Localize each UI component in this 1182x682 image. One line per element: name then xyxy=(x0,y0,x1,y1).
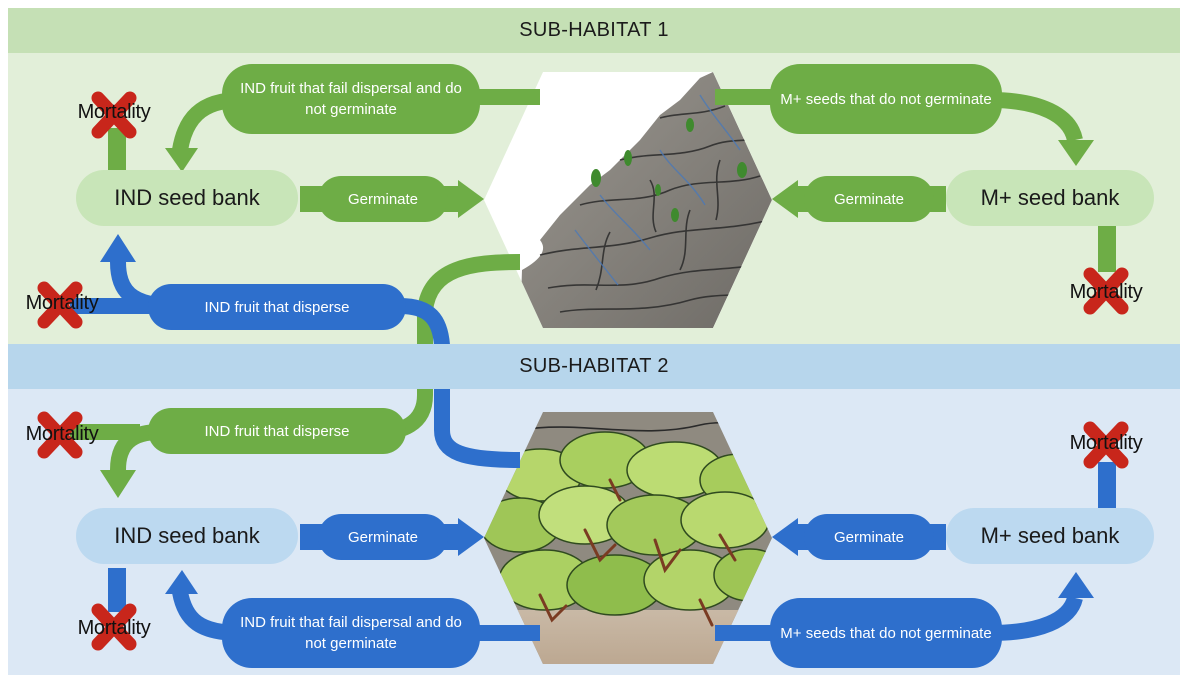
sh1-mplus-seed-bank: M+ seed bank xyxy=(946,170,1154,226)
sh1-mortality-right: Mortality xyxy=(1069,281,1143,303)
cross-sh2-right xyxy=(1083,421,1129,469)
sub-habitat-1-header: SUB-HABITAT 1 xyxy=(8,8,1180,53)
cross-sh1-right xyxy=(1083,267,1129,315)
sub-habitat-2-header: SUB-HABITAT 2 xyxy=(8,344,1180,389)
sh2-fail-dispersal-pill: IND fruit that fail dispersal and do not… xyxy=(222,598,480,668)
sh1-fail-dispersal-pill: IND fruit that fail dispersal and do not… xyxy=(222,64,480,134)
cross-sh1-left-mid xyxy=(37,281,83,329)
sh2-right-germinate: Germinate xyxy=(804,514,934,560)
sh2-mortality-left-bottom: Mortality xyxy=(77,617,151,639)
sh1-mplus-not-germinate-pill: M+ seeds that do not germinate xyxy=(770,64,1002,134)
cross-sh2-left-top xyxy=(37,411,83,459)
sh1-right-germinate: Germinate xyxy=(804,176,934,222)
sh1-left-germinate: Germinate xyxy=(318,176,448,222)
sh2-left-germinate: Germinate xyxy=(318,514,448,560)
sh2-mortality-left-top: Mortality xyxy=(25,423,99,445)
sh1-mortality-left-top: Mortality xyxy=(77,101,151,123)
sh2-ind-disperse-pill: IND fruit that disperse xyxy=(148,408,406,454)
sh1-ind-disperse-pill: IND fruit that disperse xyxy=(148,284,406,330)
sh2-ind-seed-bank: IND seed bank xyxy=(76,508,298,564)
mortality-crosses xyxy=(37,91,1129,651)
sh2-mortality-right: Mortality xyxy=(1069,432,1143,454)
sh2-mplus-not-germinate-pill: M+ seeds that do not germinate xyxy=(770,598,1002,668)
sh2-mplus-seed-bank: M+ seed bank xyxy=(946,508,1154,564)
cross-sh1-left-top xyxy=(91,91,137,139)
sh1-mortality-left-mid: Mortality xyxy=(25,292,99,314)
sh1-ind-seed-bank: IND seed bank xyxy=(76,170,298,226)
rock-habitat-illustration xyxy=(484,72,772,328)
cross-sh2-left-bottom xyxy=(91,603,137,651)
